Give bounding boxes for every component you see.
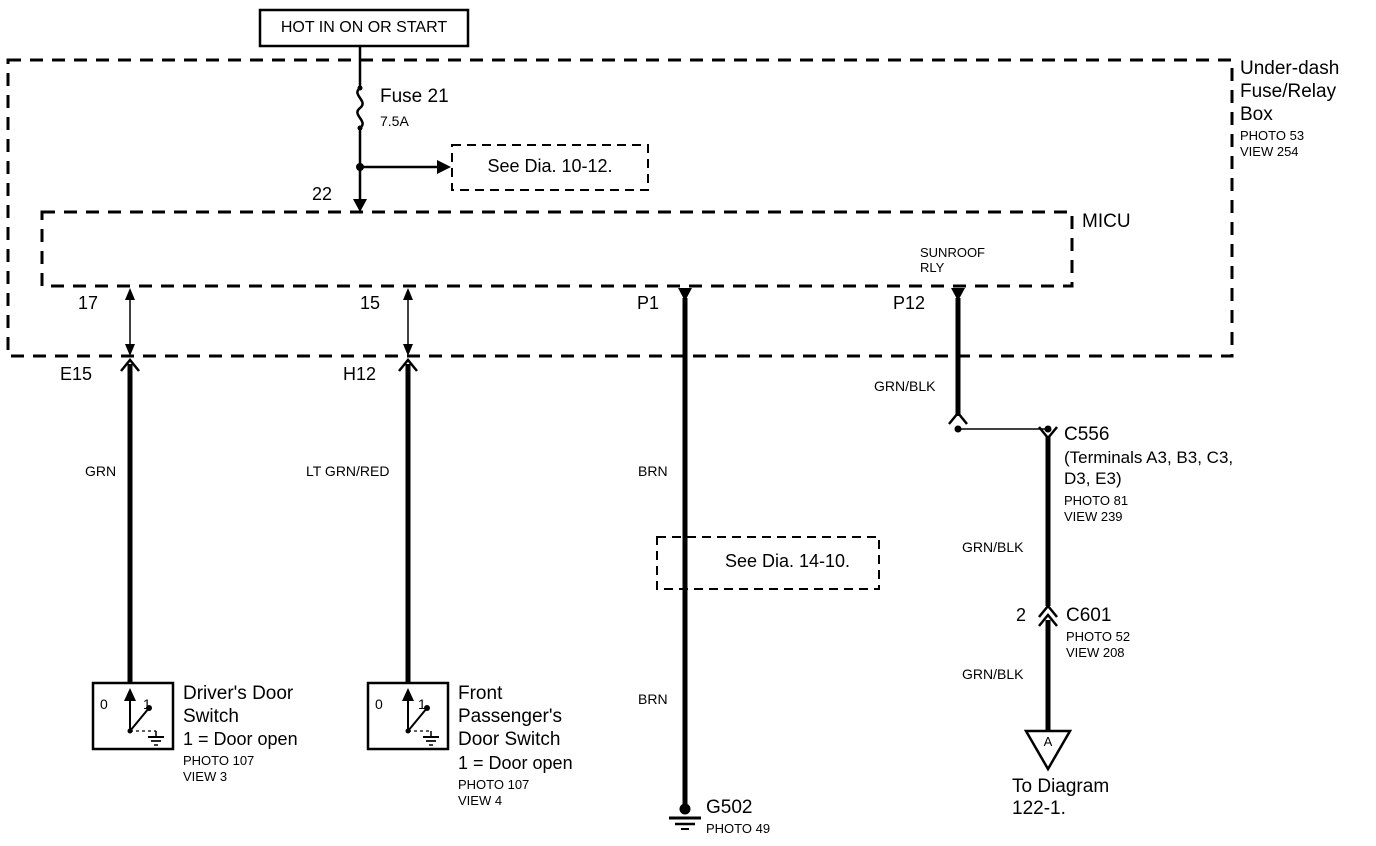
c601-pin-label: 2 xyxy=(1016,605,1027,625)
passenger-switch-name-line1: Front xyxy=(458,683,503,704)
g502-label: G502 xyxy=(706,797,753,818)
wire-17-e15 xyxy=(125,288,135,356)
c556-view-label: VIEW 239 xyxy=(1064,509,1123,524)
passenger-switch-pos1-label: 1 xyxy=(418,696,426,712)
fusebox-name-line2: Fuse/Relay xyxy=(1240,81,1337,102)
c556-photo-label: PHOTO 81 xyxy=(1064,493,1129,508)
driver-switch-name-line2: Switch xyxy=(183,706,239,727)
passenger-switch-symbol xyxy=(366,681,450,751)
wire-grn-blk-mid-label: GRN/BLK xyxy=(962,539,1024,555)
c601-photo-label: PHOTO 52 xyxy=(1066,629,1131,644)
fusebox-name-line1: Under-dash xyxy=(1240,58,1340,79)
micu-pin-p1-label: P1 xyxy=(637,293,660,313)
wire-grn-blk-upper-label: GRN/BLK xyxy=(874,378,936,394)
passenger-switch-name-line2: Passenger's xyxy=(458,706,562,727)
wire-brn-lower-label: BRN xyxy=(638,691,668,707)
fusebox-name-line3: Box xyxy=(1240,104,1273,125)
to-diagram-line1: To Diagram xyxy=(1012,776,1110,797)
wire-brn-upper-label: BRN xyxy=(638,463,668,479)
power-source-label: HOT IN ON OR START xyxy=(280,19,448,36)
c556-label: C556 xyxy=(1064,424,1110,445)
sunroof-rly-label-line2: RLY xyxy=(920,260,945,275)
micu-pin-17-label: 17 xyxy=(78,293,99,313)
ref-dia-10-12-label: See Dia. 10-12. xyxy=(487,156,613,176)
wire-driver-grn xyxy=(120,358,140,683)
micu-pin-15-label: 15 xyxy=(360,293,381,313)
triangle-a-symbol xyxy=(1023,729,1073,772)
ref-box-14-10 xyxy=(656,536,880,590)
sunroof-rly-label-line1: SUNROOF xyxy=(920,245,985,260)
g502-photo-label: PHOTO 49 xyxy=(706,821,771,836)
to-diagram-line2: 122-1. xyxy=(1012,798,1066,819)
passenger-switch-pos0-label: 0 xyxy=(375,696,383,712)
wire-c556-grnblk xyxy=(1023,426,1073,772)
fusebox-photo-label: PHOTO 53 xyxy=(1240,128,1305,143)
micu-label: MICU xyxy=(1082,211,1131,232)
connector-c601-symbol xyxy=(1038,604,1058,618)
c556-terminals-line1: (Terminals A3, B3, C3, xyxy=(1064,448,1234,467)
passenger-switch-name-line3: Door Switch xyxy=(458,729,561,750)
connector-e15-label: E15 xyxy=(60,364,93,384)
ref-box-10-12 xyxy=(451,144,649,191)
wire-p1-brn xyxy=(678,288,692,806)
c601-label: C601 xyxy=(1066,605,1112,626)
driver-switch-photo-label: PHOTO 107 xyxy=(183,753,255,768)
c601-view-label: VIEW 208 xyxy=(1066,645,1125,660)
passenger-switch-state-label: 1 = Door open xyxy=(458,753,573,773)
wire-grn-label: GRN xyxy=(85,463,117,479)
micu-pin-22-label: 22 xyxy=(312,184,333,204)
passenger-switch-view-label: VIEW 4 xyxy=(458,793,503,808)
triangle-a-label: A xyxy=(1043,734,1053,749)
driver-switch-pos0-label: 0 xyxy=(100,696,108,712)
underdash-fusebox-outline xyxy=(6,58,1234,358)
driver-switch-view-label: VIEW 3 xyxy=(183,769,228,784)
driver-switch-symbol xyxy=(91,681,175,751)
wire-15-h12 xyxy=(403,288,413,356)
fuse-rating-label: 7.5A xyxy=(380,113,409,129)
passenger-switch-photo-label: PHOTO 107 xyxy=(458,777,530,792)
fusebox-view-label: VIEW 254 xyxy=(1240,144,1299,159)
driver-switch-name-line1: Driver's Door xyxy=(183,683,294,704)
arrow-to-ref-10-12 xyxy=(360,160,451,174)
wire-grn-blk-lower-label: GRN/BLK xyxy=(962,666,1024,682)
driver-switch-pos1-label: 1 xyxy=(143,696,151,712)
fuse-symbol xyxy=(356,87,364,129)
micu-outline xyxy=(40,210,1074,288)
wire-p12-grnblk xyxy=(948,288,1052,433)
ground-g502-symbol xyxy=(669,803,701,830)
fuse-name-label: Fuse 21 xyxy=(380,86,449,107)
driver-switch-state-label: 1 = Door open xyxy=(183,729,298,749)
connector-h12-label: H12 xyxy=(343,364,377,384)
power-source-box xyxy=(258,8,470,48)
ref-dia-14-10-label: See Dia. 14-10. xyxy=(724,551,851,571)
wire-fuse-feed xyxy=(353,46,367,212)
wire-lt-grn-red-label: LT GRN/RED xyxy=(306,463,390,479)
c556-terminals-line2: D3, E3) xyxy=(1064,469,1122,488)
wire-passenger-ltgrnred xyxy=(398,358,418,683)
micu-pin-p12-label: P12 xyxy=(893,293,926,313)
